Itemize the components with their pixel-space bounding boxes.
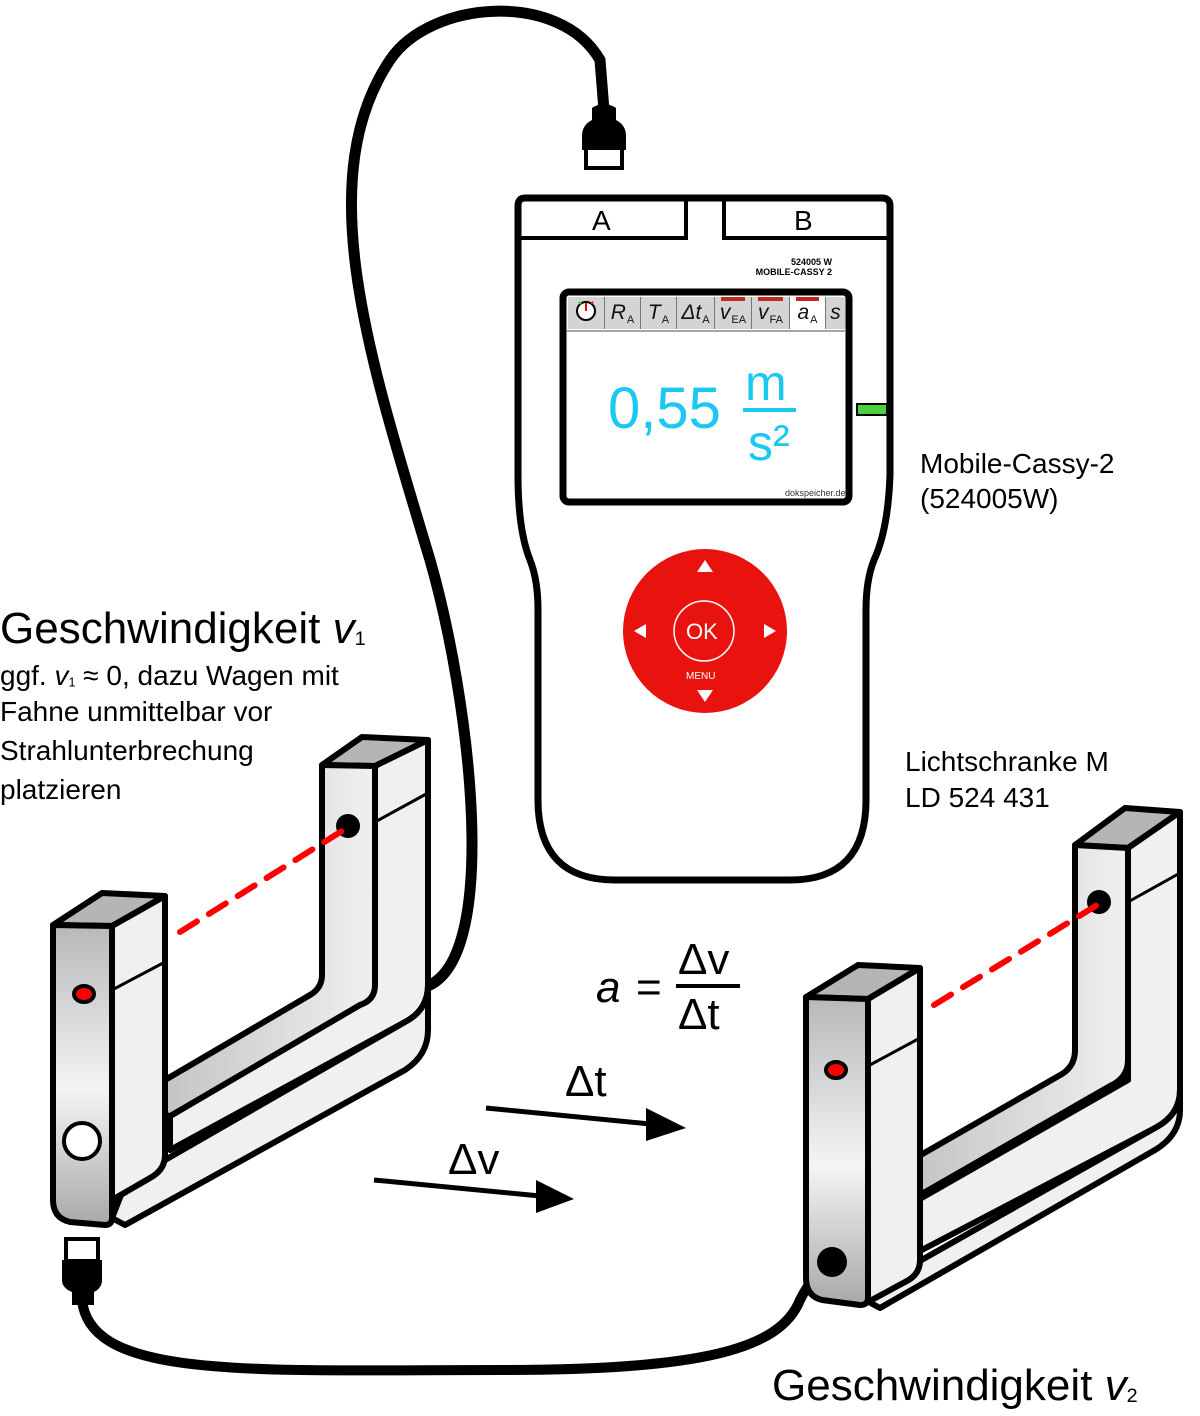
dpad[interactable] (623, 549, 787, 713)
cable-sensor1-to-device (345, 5, 610, 991)
light-beam (931, 899, 1105, 1008)
dpad-left-arrow-icon[interactable] (634, 624, 646, 638)
tab-subscript: A (661, 314, 670, 326)
v1-note-symbol: v (54, 660, 69, 691)
v1-note-line2: Fahne unmittelbar vor (0, 696, 273, 727)
reading-value: 0,55 (608, 376, 721, 441)
tab-subscript: FA (769, 314, 783, 326)
formula-lhs: a (596, 963, 621, 1012)
reading-unit-bar (743, 408, 796, 412)
device-name-label: Mobile-Cassy-2 (920, 448, 1115, 479)
tab-symbol: T (647, 301, 661, 324)
sensor-led-red (824, 1060, 848, 1080)
dpad-down-arrow-icon[interactable] (697, 690, 713, 702)
tab-marker (758, 297, 783, 301)
status-led (856, 403, 888, 416)
v1-heading: Geschwindigkeit v1 (0, 607, 366, 651)
dpad-right-arrow-icon[interactable] (764, 624, 776, 638)
v1-note-prefix: ggf. (0, 660, 47, 691)
ok-button[interactable]: OK (686, 619, 718, 644)
v1-note-line4: platzieren (0, 774, 122, 805)
arrow-delta-t (485, 1105, 686, 1141)
tab-subscript: A (626, 314, 635, 326)
v2-symbol: v (1104, 1361, 1127, 1410)
cable-socket (62, 1121, 102, 1161)
port-b-label: B (794, 205, 813, 236)
model-name: MOBILE-CASSY 2 (755, 267, 832, 277)
connector-plug-top (582, 104, 626, 170)
tab-symbol: s (830, 301, 841, 324)
v1-note-subscript: 1 (68, 675, 76, 690)
v2-subscript: 2 (1126, 1384, 1138, 1407)
v1-title: Geschwindigkeit (0, 604, 321, 653)
light-barrier-left (50, 734, 431, 1228)
light-beam (177, 823, 353, 935)
screen-tab[interactable]: s (826, 297, 846, 329)
dpad-up-arrow-icon[interactable] (697, 560, 713, 572)
tab-subscript: A (702, 314, 710, 326)
tab-marker (721, 297, 745, 301)
cable-socket (817, 1247, 847, 1277)
arrow-delta-v-label: Δv (448, 1135, 500, 1184)
mobile-cassy-device (514, 194, 894, 884)
tab-symbol: Δt (681, 301, 702, 324)
watermark: dokspeicher.de (785, 488, 846, 498)
tab-symbol: a (797, 301, 810, 324)
tab-symbol: R (610, 301, 626, 324)
menu-label: MENU (686, 671, 716, 682)
formula-denominator-text: Δt (678, 990, 720, 1039)
formula-numerator: Δv (678, 938, 729, 982)
v1-note-line3: Strahlunterbrechung (0, 735, 254, 766)
v1-note-line1: ggf. v1 ≈ 0, dazu Wagen mit (0, 662, 339, 690)
display-screen (559, 288, 853, 506)
arrow-delta-v (373, 1177, 574, 1213)
formula-denominator: Δt (678, 993, 720, 1037)
connector-plug-bottom (62, 1237, 102, 1305)
arrow-delta-t-label: Δt (565, 1057, 607, 1106)
formula-numerator-text: Δv (678, 935, 730, 984)
reading-unit-denominator: s² (748, 415, 790, 471)
formula-equals: = (636, 963, 662, 1012)
tab-subscript: EA (731, 314, 747, 326)
cable-sensor2 (77, 1257, 837, 1376)
tab-symbol: v (758, 301, 769, 324)
light-barrier-right (803, 805, 1183, 1311)
v2-title: Geschwindigkeit (772, 1361, 1093, 1410)
v1-subscript: 1 (354, 627, 366, 650)
stopwatch-icon (574, 298, 598, 328)
tab-subscript: A (810, 314, 818, 326)
device-code-label: (524005W) (920, 483, 1059, 514)
tab-symbol: v (719, 301, 731, 324)
model-number: 524005 W (790, 257, 832, 267)
sensor-code-label: LD 524 431 (905, 782, 1050, 813)
reading-unit-numerator: m (745, 355, 787, 411)
v2-heading: Geschwindigkeit v2 (772, 1364, 1138, 1408)
v1-note-rest: ≈ 0, dazu Wagen mit (83, 660, 339, 691)
tab-marker (796, 297, 819, 301)
v1-symbol: v (332, 604, 355, 653)
sensor-name-label: Lichtschranke M (905, 746, 1109, 777)
sensor-led-red (72, 984, 96, 1004)
port-a-label: A (592, 205, 611, 236)
ok-button-ring[interactable] (673, 600, 735, 662)
screen-tab[interactable] (568, 297, 605, 329)
